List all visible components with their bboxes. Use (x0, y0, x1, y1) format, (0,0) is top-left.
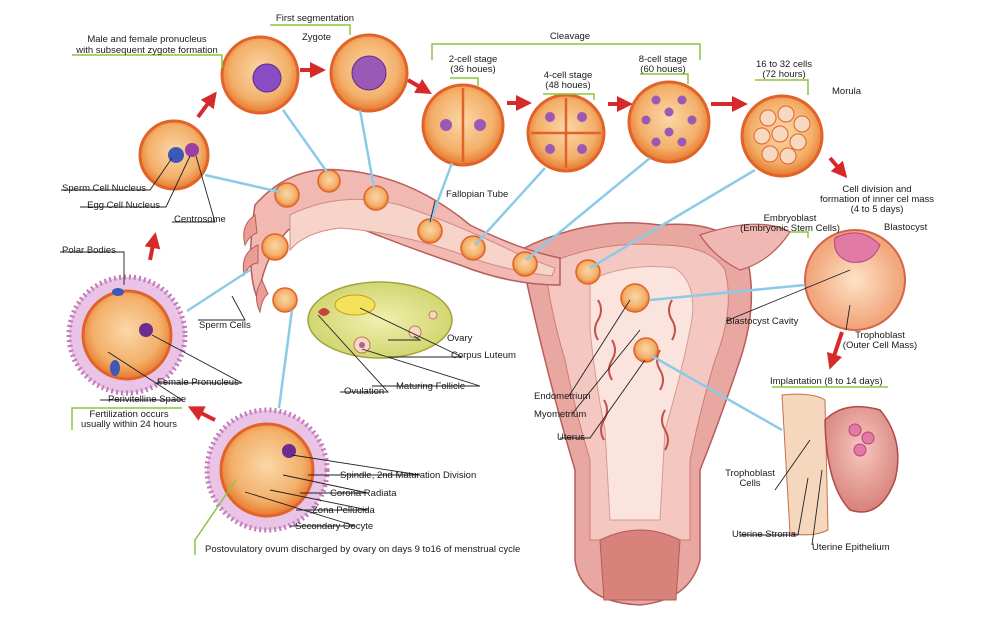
label-cleavage: Cleavage (549, 31, 591, 42)
label-ovary: Ovary (447, 333, 473, 344)
label-female-pronucleus: Female Pronucleus (157, 377, 239, 388)
label-perivitelline-space: Perivitelline Space (108, 394, 187, 405)
label-spindle: Spindle, 2nd Maturation Division (340, 470, 477, 481)
label-fertilization-2: usually within 24 hours (80, 419, 178, 430)
label-two-cell-2: (36 houes) (450, 64, 496, 75)
label-blastocyst-cavity: Blastocyst Cavity (726, 316, 799, 327)
label-secondary-oocyte: Secondary Oocyte (295, 521, 374, 532)
label-leaders (60, 155, 851, 546)
label-first-segmentation: First segmentation (275, 13, 355, 24)
label-trophoblast-1: Trophoblast (855, 330, 905, 341)
label-sixteen-1: 16 to 32 cells (756, 59, 812, 70)
label-polar-bodies: Polar Bodies (62, 245, 116, 256)
label-pronucleus-1: Male and female pronucleus (87, 34, 207, 45)
label-blastocyst: Blastocyst (884, 222, 928, 233)
label-four-cell-1: 4-cell stage (543, 70, 593, 81)
label-fertilization-1: Fertilization occurs (89, 409, 169, 420)
label-uterine-stroma: Uterine Stroma (732, 529, 796, 540)
label-eight-cell-2: (60 houes) (640, 64, 686, 75)
label-embryoblast-1: Embryoblast (763, 213, 817, 224)
label-maturing-follicle: Maturing Follicle (396, 381, 466, 392)
label-sixteen-2: (72 hours) (762, 69, 806, 80)
implantation (781, 393, 899, 536)
label-eight-cell-1: 8-cell stage (638, 54, 688, 65)
label-uterus: Uterus (557, 432, 585, 443)
label-implantation: Implantation (8 to 14 days) (770, 376, 883, 387)
label-cell-division-3: (4 to 5 days) (850, 204, 904, 215)
oocyte-cell (204, 407, 330, 533)
stage-cells (138, 33, 824, 191)
label-sperm-cell-nucleus: Sperm Cell Nucleus (62, 183, 146, 194)
label-ovulation: Ovulation (344, 386, 385, 397)
sequence-arrows (144, 62, 848, 422)
uterus-anatomy (519, 222, 791, 606)
label-trophoblast-cells-1: Trophoblast (725, 468, 775, 479)
fertilization-cell (66, 274, 188, 396)
label-centrosome: Centrosome (174, 214, 226, 225)
label-corpus-luteum: Corpus Luteum (451, 350, 516, 361)
label-cell-division-1: Cell division and (842, 184, 912, 195)
label-trophoblast-cells-2: Cells (739, 478, 761, 489)
label-morula: Morula (832, 86, 862, 97)
label-four-cell-2: (48 houes) (545, 80, 591, 91)
label-sperm-cells: Sperm Cells (199, 320, 251, 331)
label-two-cell-1: 2-cell stage (448, 54, 498, 65)
label-pronucleus-2: with subsequent zygote formation (76, 45, 218, 56)
label-zona-pellucida: Zona Pellucida (312, 505, 375, 516)
blastocyst-cell (804, 229, 906, 331)
label-corona-radiata: Corona Radiata (330, 488, 397, 499)
label-endometrium: Endometrium (534, 391, 591, 402)
label-postovulatory: Postovulatory ovum discharged by ovary o… (205, 544, 521, 555)
label-trophoblast-2: (Outer Cell Mass) (842, 340, 918, 351)
label-fallopian-tube: Fallopian Tube (446, 189, 509, 200)
leader-lines (186, 109, 806, 432)
brackets (71, 24, 888, 555)
label-cell-division-2: formation of inner cel mass (819, 194, 935, 205)
label-uterine-epithelium: Uterine Epithelium (812, 542, 890, 553)
label-zygote: Zygote (302, 32, 332, 43)
label-embryoblast-2: (Embryonic Stem Cells) (740, 223, 840, 234)
label-egg-cell-nucleus: Egg Cell Nucleus (87, 200, 160, 211)
label-myometrium: Myometrium (534, 409, 587, 420)
ovary (307, 281, 453, 359)
